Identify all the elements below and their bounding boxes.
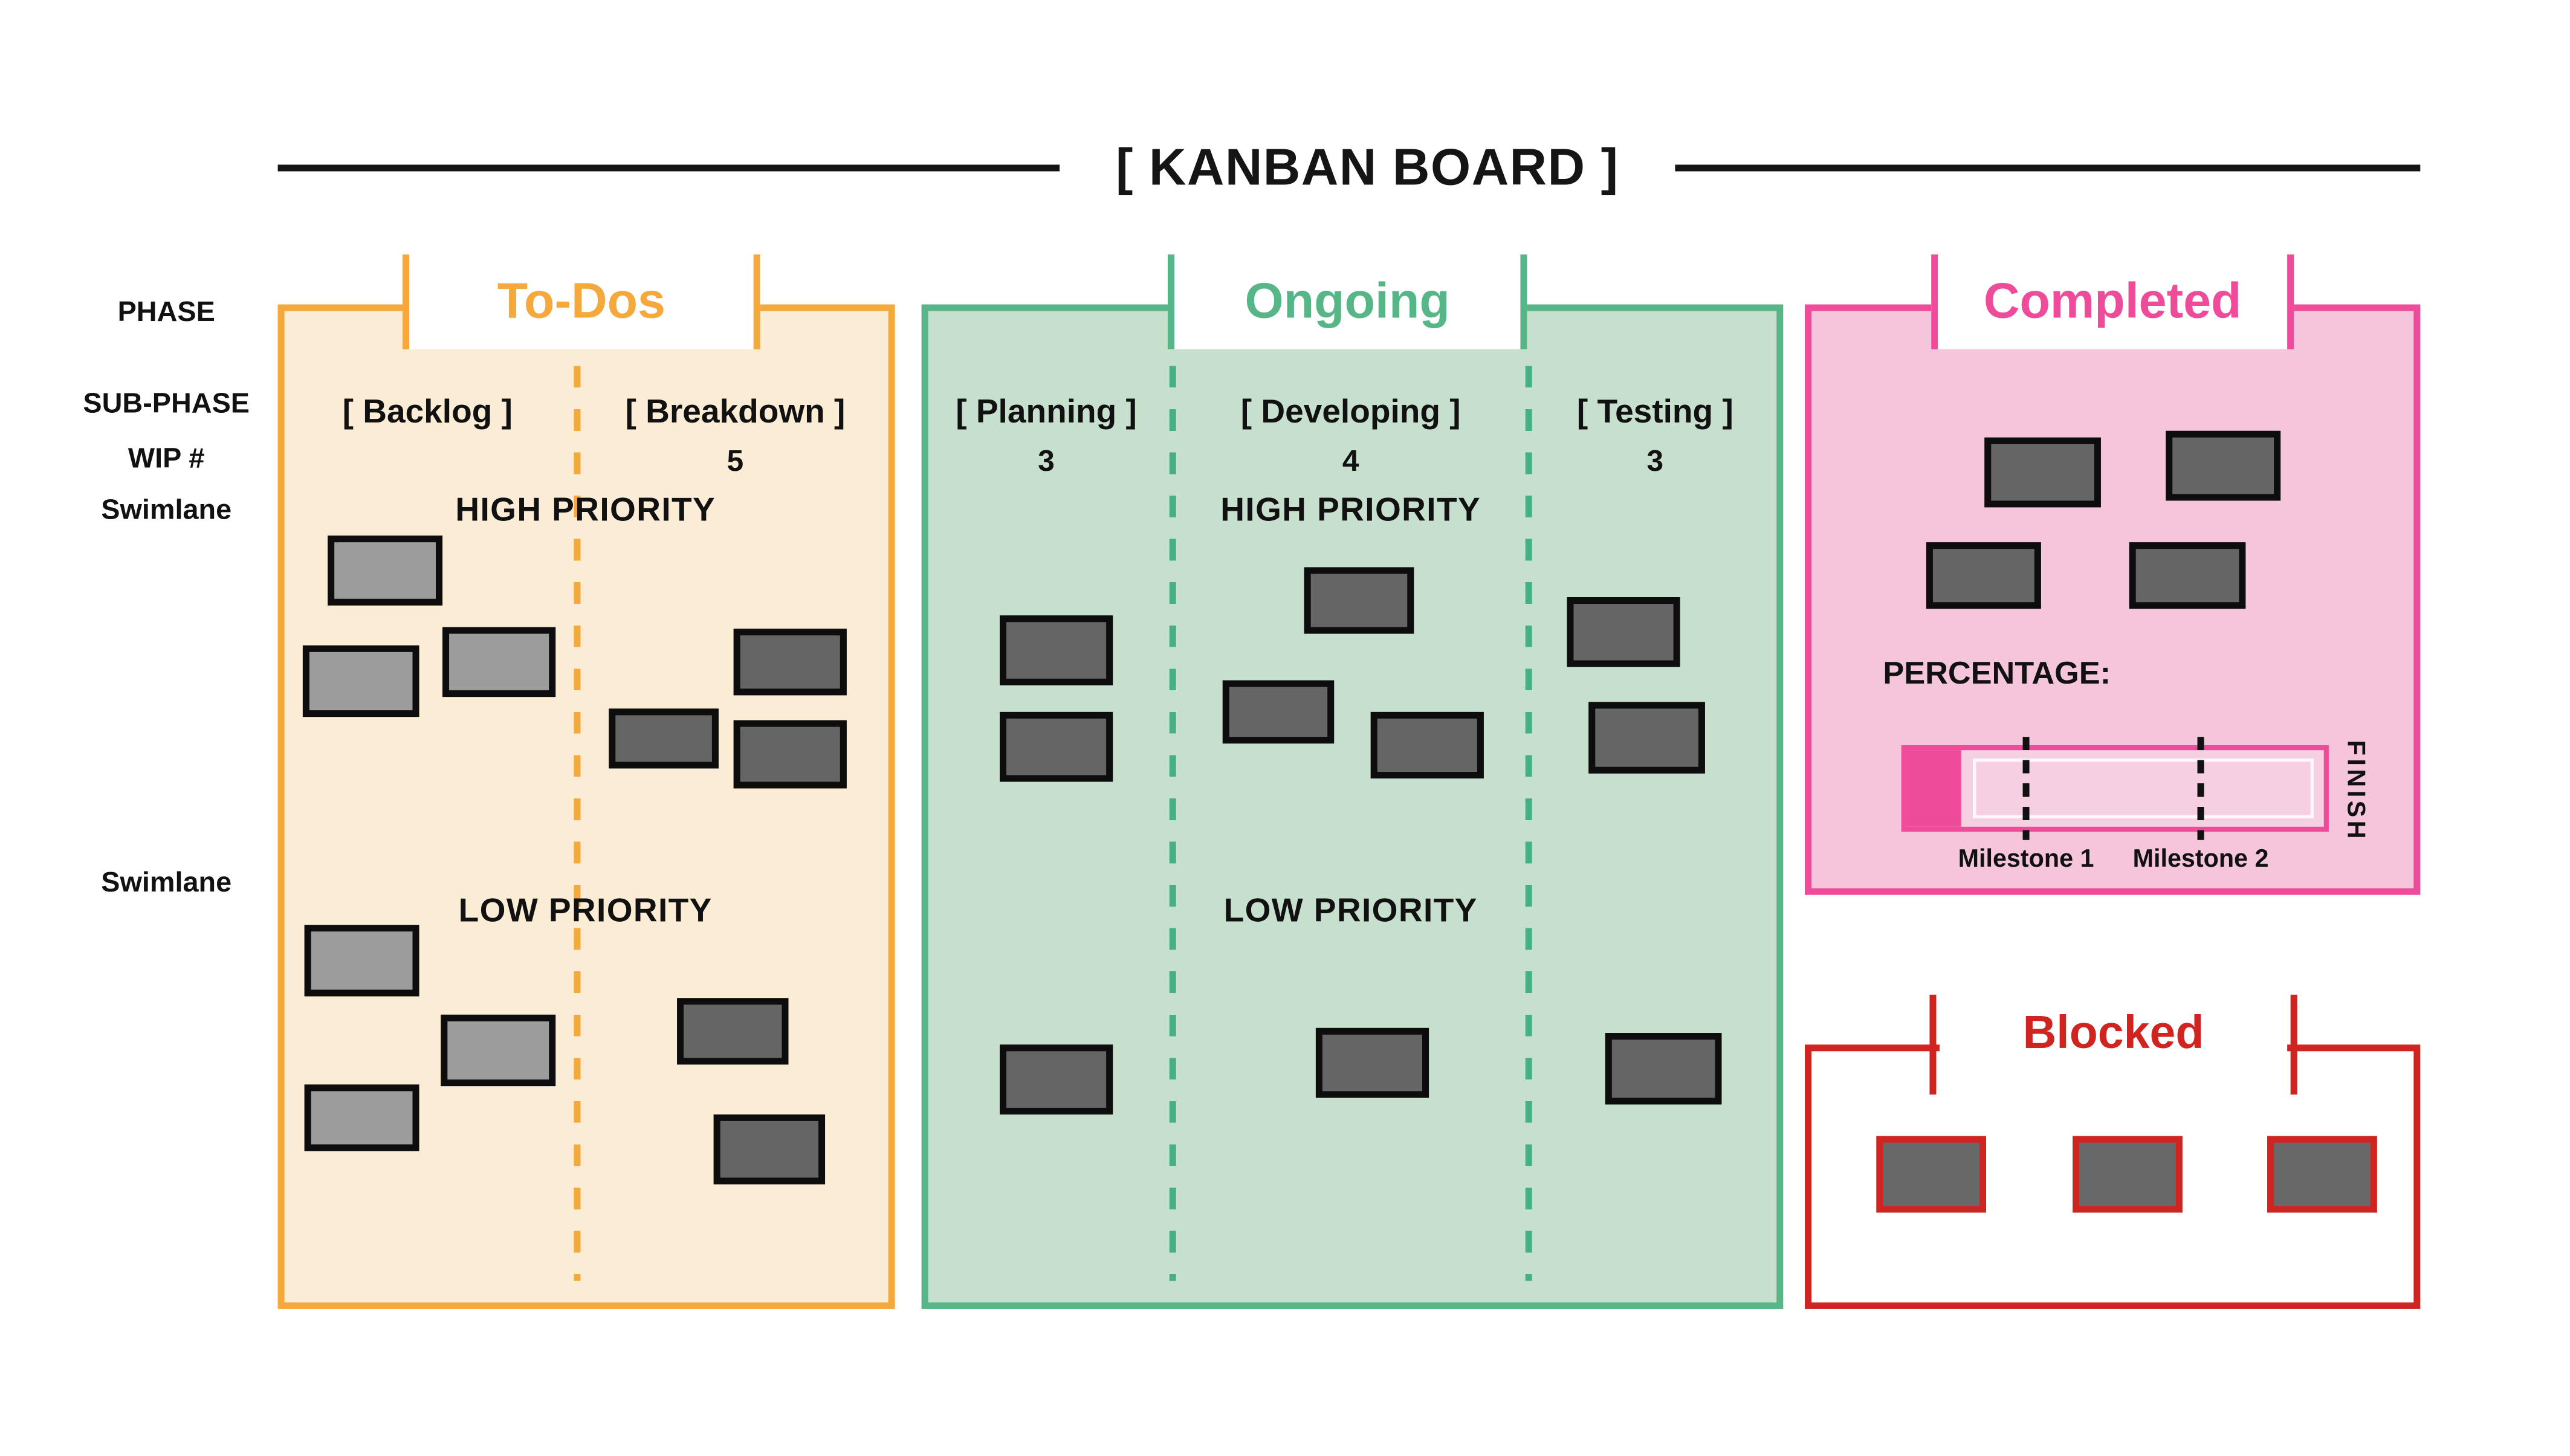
finish-label: FINISH xyxy=(2341,740,2370,843)
milestone-2-label: Milestone 2 xyxy=(2132,845,2269,873)
milestone-1-label: Milestone 1 xyxy=(1958,845,2094,873)
wip-testing: 3 xyxy=(1646,443,1664,477)
milestone-1-marker xyxy=(2022,737,2030,840)
card-todos-high[interactable] xyxy=(609,708,719,769)
milestone-2-marker xyxy=(2197,737,2204,840)
card-todos-low[interactable] xyxy=(441,1014,556,1087)
progress-bar-fill xyxy=(1906,750,1961,827)
wip-planning: 3 xyxy=(1038,443,1055,477)
card-blocked[interactable] xyxy=(2267,1136,2377,1213)
blocked-tick-right xyxy=(2290,994,2297,1095)
progress-bar-inner-outline xyxy=(1972,758,2314,819)
card-todos-high[interactable] xyxy=(442,627,556,697)
axis-label-phase: PHASE xyxy=(117,296,215,328)
card-todos-high[interactable] xyxy=(733,629,847,696)
phase-header-ongoing: Ongoing xyxy=(1167,254,1527,349)
blocked-header-gap xyxy=(1939,1038,2288,1058)
divider-developing-testing xyxy=(1525,366,1532,1281)
card-completed[interactable] xyxy=(2129,542,2246,609)
card-blocked[interactable] xyxy=(2073,1136,2183,1213)
phase-header-completed: Completed xyxy=(1931,254,2294,349)
card-ongoing-high[interactable] xyxy=(1000,615,1113,685)
card-todos-low[interactable] xyxy=(304,1084,419,1151)
swimlane-label-ongoing-high: HIGH PRIORITY xyxy=(1220,491,1481,528)
card-completed[interactable] xyxy=(1926,542,2041,609)
axis-label-wip: WIP # xyxy=(128,442,205,474)
card-ongoing-low[interactable] xyxy=(1605,1033,1722,1105)
card-ongoing-high[interactable] xyxy=(1588,702,1705,774)
blocked-tick-left xyxy=(1929,994,1937,1095)
title-rule-left xyxy=(277,164,1060,172)
axis-label-sub-phase: SUB-PHASE xyxy=(83,387,250,419)
subphase-developing: [ Developing ] xyxy=(1240,393,1461,430)
blocked-header-label: Blocked xyxy=(2022,1006,2204,1058)
divider-backlog-breakdown xyxy=(574,366,581,1281)
card-completed[interactable] xyxy=(2166,430,2281,501)
card-completed[interactable] xyxy=(1984,437,2101,508)
column-ongoing xyxy=(921,304,1784,1309)
card-ongoing-low[interactable] xyxy=(1315,1027,1429,1098)
card-todos-low[interactable] xyxy=(304,925,419,997)
phase-header-completed-label: Completed xyxy=(1983,273,2242,329)
card-todos-high[interactable] xyxy=(328,535,443,606)
wip-developing: 4 xyxy=(1342,443,1359,477)
card-blocked[interactable] xyxy=(1876,1136,1987,1213)
card-todos-high[interactable] xyxy=(302,645,419,717)
card-todos-low[interactable] xyxy=(713,1114,826,1185)
progress-bar xyxy=(1901,745,2329,832)
swimlane-label-todos-low: LOW PRIORITY xyxy=(458,892,713,930)
card-ongoing-high[interactable] xyxy=(1304,567,1414,634)
swimlane-label-ongoing-low: LOW PRIORITY xyxy=(1223,892,1478,930)
phase-header-todos-label: To-Dos xyxy=(497,273,665,329)
page-title: [ KANBAN BOARD ] xyxy=(1115,138,1619,196)
axis-label-swimlane-low: Swimlane xyxy=(101,866,232,899)
subphase-testing: [ Testing ] xyxy=(1576,393,1733,430)
subphase-backlog: [ Backlog ] xyxy=(342,393,513,430)
title-rule-right xyxy=(1675,164,2421,172)
axis-label-swimlane-high: Swimlane xyxy=(101,494,232,526)
swimlane-label-todos-high: HIGH PRIORITY xyxy=(455,491,716,528)
card-ongoing-high[interactable] xyxy=(1567,597,1680,667)
percentage-label: PERCENTAGE: xyxy=(1883,657,2111,692)
card-ongoing-high[interactable] xyxy=(1370,711,1484,778)
subphase-planning: [ Planning ] xyxy=(956,393,1137,430)
wip-breakdown: 5 xyxy=(727,443,744,477)
card-ongoing-low[interactable] xyxy=(1000,1044,1113,1115)
phase-header-ongoing-label: Ongoing xyxy=(1245,273,1450,329)
card-todos-high[interactable] xyxy=(733,720,847,789)
phase-header-todos: To-Dos xyxy=(403,254,760,349)
card-todos-low[interactable] xyxy=(677,998,789,1065)
card-ongoing-high[interactable] xyxy=(1000,711,1113,782)
divider-planning-developing xyxy=(1169,366,1176,1281)
subphase-breakdown: [ Breakdown ] xyxy=(625,393,846,430)
card-ongoing-high[interactable] xyxy=(1222,680,1335,744)
